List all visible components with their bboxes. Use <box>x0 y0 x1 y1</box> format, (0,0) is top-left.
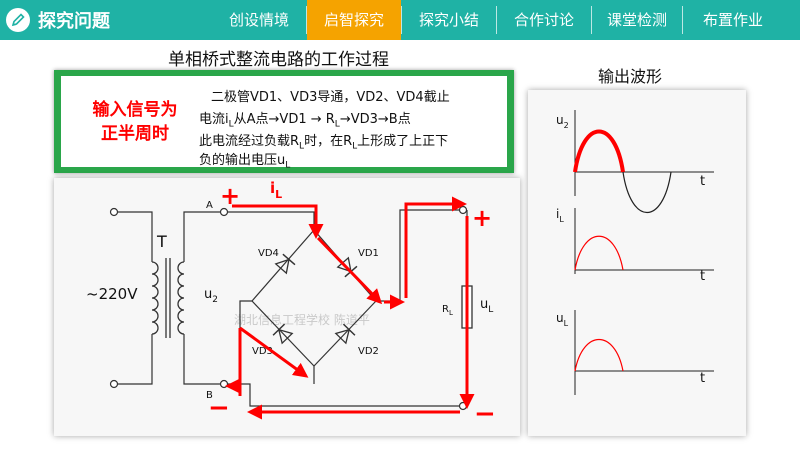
tab-classroom-test[interactable]: 课堂检测 <box>606 11 667 29</box>
pencil-icon <box>6 8 30 32</box>
tab-summary[interactable]: 探究小结 <box>418 11 479 29</box>
rl-label: RL <box>442 304 453 317</box>
tab-homework[interactable]: 布置作业 <box>702 11 763 29</box>
output-plus: + <box>472 204 492 232</box>
current-path <box>225 196 475 420</box>
desc-line-1: 二极管VD1、VD3导通，VD2、VD4截止 <box>211 90 450 105</box>
current-arrow-through-vd1 <box>316 236 383 305</box>
output-terminal-bottom <box>458 401 468 411</box>
section-title: 探究问题 <box>38 11 110 32</box>
tab-discussion[interactable]: 合作讨论 <box>513 11 574 29</box>
load-side: RL uL <box>240 205 493 411</box>
u2-label: u2 <box>204 287 218 305</box>
current-arrow-up <box>404 196 467 298</box>
vd4-label: VD4 <box>258 248 279 259</box>
bridge-rectifier-diagram: 湖北信息工程学校 陈道平 T ~220V A B u2 <box>86 179 496 429</box>
desc-line-4: 负的输出电压uL <box>199 153 291 171</box>
vd4-diode <box>274 253 296 275</box>
vd2-diode <box>334 323 356 345</box>
explanation-box: 输入信号为 正半周时 二极管VD1、VD3导通，VD2、VD4截止 电流iL从A… <box>54 70 514 173</box>
tab-divider <box>306 6 307 34</box>
ul-label: uL <box>480 297 493 315</box>
current-arrow-a-to-vd1 <box>232 204 324 239</box>
il-t-label: t <box>700 269 705 284</box>
u2-negative-half <box>622 171 672 214</box>
ul-pulse <box>574 339 624 372</box>
waveform-diagram: u2 t iL t uL t <box>556 110 714 395</box>
condition-line-2: 正半周时 <box>101 124 169 144</box>
secondary-coil <box>177 261 185 335</box>
node-b-label: B <box>206 390 213 401</box>
u2-waveform: u2 t <box>556 110 714 214</box>
ul-waveform: uL t <box>556 310 714 395</box>
vd3-label: VD3 <box>252 346 273 357</box>
il-pulse <box>574 235 624 271</box>
primary-side: T ~220V <box>86 207 171 389</box>
il-waveform: iL t <box>556 207 714 284</box>
page-title: 单相桥式整流电路的工作过程 <box>168 50 389 70</box>
u2-t-label: t <box>700 174 705 189</box>
node-a-plus: + <box>220 182 240 210</box>
circuit-panel: 湖北信息工程学校 陈道平 T ~220V A B u2 <box>54 178 520 436</box>
vd4-branch <box>251 229 315 302</box>
top-nav-bar: 探究问题 创设情境 启智探究 探究小结 合作讨论 课堂检测 布置作业 <box>0 0 800 40</box>
waveform-title: 输出波形 <box>598 67 663 86</box>
primary-coil <box>151 261 159 335</box>
vd3-diode <box>272 323 294 345</box>
ul-axis-label: uL <box>556 311 569 328</box>
output-terminal-top <box>458 205 468 215</box>
node-a-label: A <box>206 200 213 211</box>
transformer-label: T <box>156 232 167 251</box>
input-terminal-top <box>109 207 119 217</box>
tab-create-scenario[interactable]: 创设情境 <box>228 11 289 29</box>
watermark: 湖北信息工程学校 陈道平 <box>234 312 370 327</box>
condition-line-1: 输入信号为 <box>92 100 178 120</box>
node-b-terminal <box>219 379 229 389</box>
u2-axis-label: u2 <box>556 113 569 130</box>
current-arrow-through-vd3 <box>239 326 309 378</box>
output-minus: − <box>474 399 496 429</box>
vd2-branch <box>313 300 377 367</box>
u2-positive-half <box>573 129 625 173</box>
current-label: iL <box>270 179 282 201</box>
diode-bridge: VD4 VD1 VD3 VD2 <box>228 211 379 385</box>
section-header: 探究问题 <box>6 6 110 34</box>
tab-inquiry[interactable]: 启智探究 <box>307 0 401 40</box>
vd2-label: VD2 <box>358 346 379 357</box>
ul-t-label: t <box>700 371 705 386</box>
condition-label: 输入信号为 正半周时 <box>75 98 195 146</box>
waveform-panel: u2 t iL t uL t <box>528 90 746 436</box>
tab-divider <box>401 6 402 34</box>
tab-divider <box>496 6 497 34</box>
node-b-minus: − <box>208 393 230 423</box>
source-voltage-label: ~220V <box>86 285 138 303</box>
secondary-side: A B u2 <box>177 200 229 401</box>
tab-divider <box>591 6 592 34</box>
input-terminal-bottom <box>109 379 119 389</box>
vd1-label: VD1 <box>358 248 379 259</box>
explanation-inner: 输入信号为 正半周时 二极管VD1、VD3导通，VD2、VD4截止 电流iL从A… <box>61 76 507 171</box>
vd3-branch <box>251 300 315 367</box>
node-a-terminal <box>219 207 229 217</box>
il-axis-label: iL <box>556 207 564 224</box>
desc-line-3: 此电流经过负载RL时，在RL上形成了上正下 <box>199 134 449 152</box>
desc-line-2: 电流iL从A点→VD1 → RL→VD3→B点 <box>199 112 411 130</box>
tab-divider <box>682 6 683 34</box>
